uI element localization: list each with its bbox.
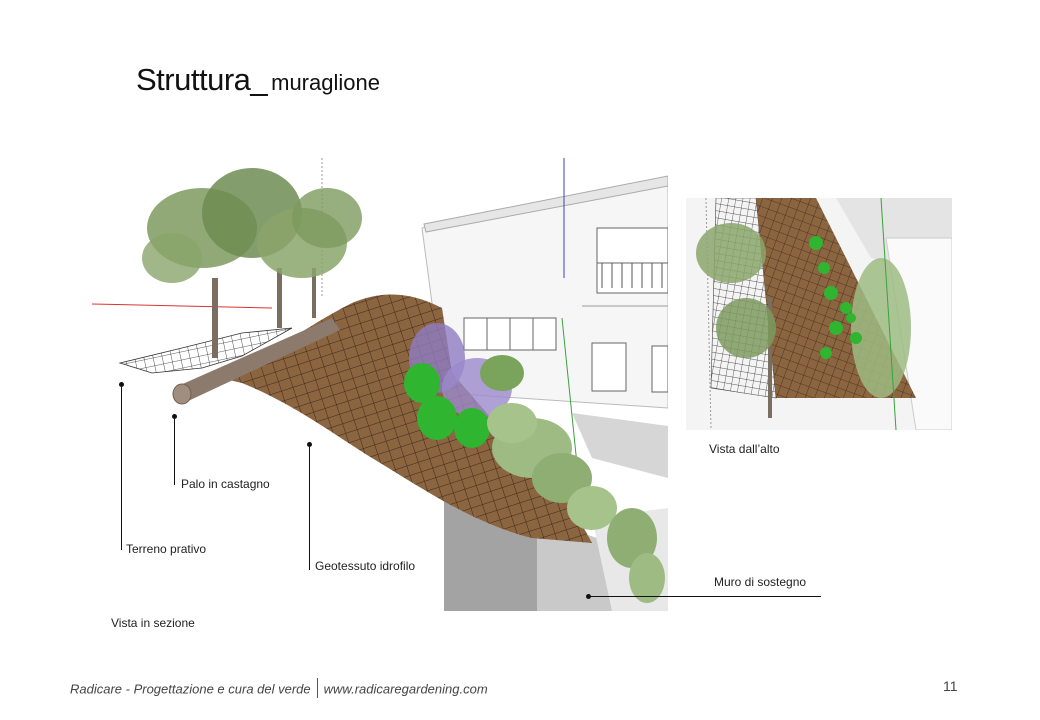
- page-number: 11: [943, 678, 958, 694]
- footer-website[interactable]: www.radicaregardening.com: [323, 681, 488, 697]
- palo-dot: [172, 414, 177, 419]
- slide-title: Struttura_muraglione: [136, 62, 380, 98]
- section-view-render: [92, 158, 668, 611]
- ivy: [487, 403, 665, 603]
- label-terreno-prativo: Terreno prativo: [126, 542, 207, 556]
- label-vista-sezione: Vista in sezione: [111, 616, 195, 630]
- label-geotessuto-idrofilo: Geotessuto idrofilo: [315, 559, 416, 573]
- geotessuto-leader: [309, 445, 310, 570]
- palo-leader: [174, 417, 175, 485]
- plants: [404, 323, 524, 448]
- title-sub: muraglione: [271, 70, 380, 95]
- geotextile: [212, 294, 592, 543]
- footer-company: Radicare - Progettazione e cura del verd…: [70, 681, 311, 697]
- olive-trees: [142, 168, 362, 358]
- terreno-dot: [119, 382, 124, 387]
- geotessuto-dot: [307, 442, 312, 447]
- lawn-mesh: [118, 327, 293, 374]
- footer: Radicare - Progettazione e cura del verd…: [70, 678, 488, 700]
- muro-leader: [588, 596, 821, 597]
- chestnut-log: [172, 318, 340, 405]
- building: [321, 158, 668, 611]
- title-main: Struttura_: [136, 62, 268, 97]
- axis-line: [92, 303, 273, 309]
- terreno-leader: [121, 385, 122, 550]
- footer-separator: [316, 678, 318, 698]
- top-view-render: [686, 198, 952, 430]
- label-vista-alto: Vista dall’alto: [709, 442, 780, 456]
- label-muro-sostegno: Muro di sostegno: [714, 575, 807, 589]
- label-palo-castagno: Palo in castagno: [181, 477, 270, 491]
